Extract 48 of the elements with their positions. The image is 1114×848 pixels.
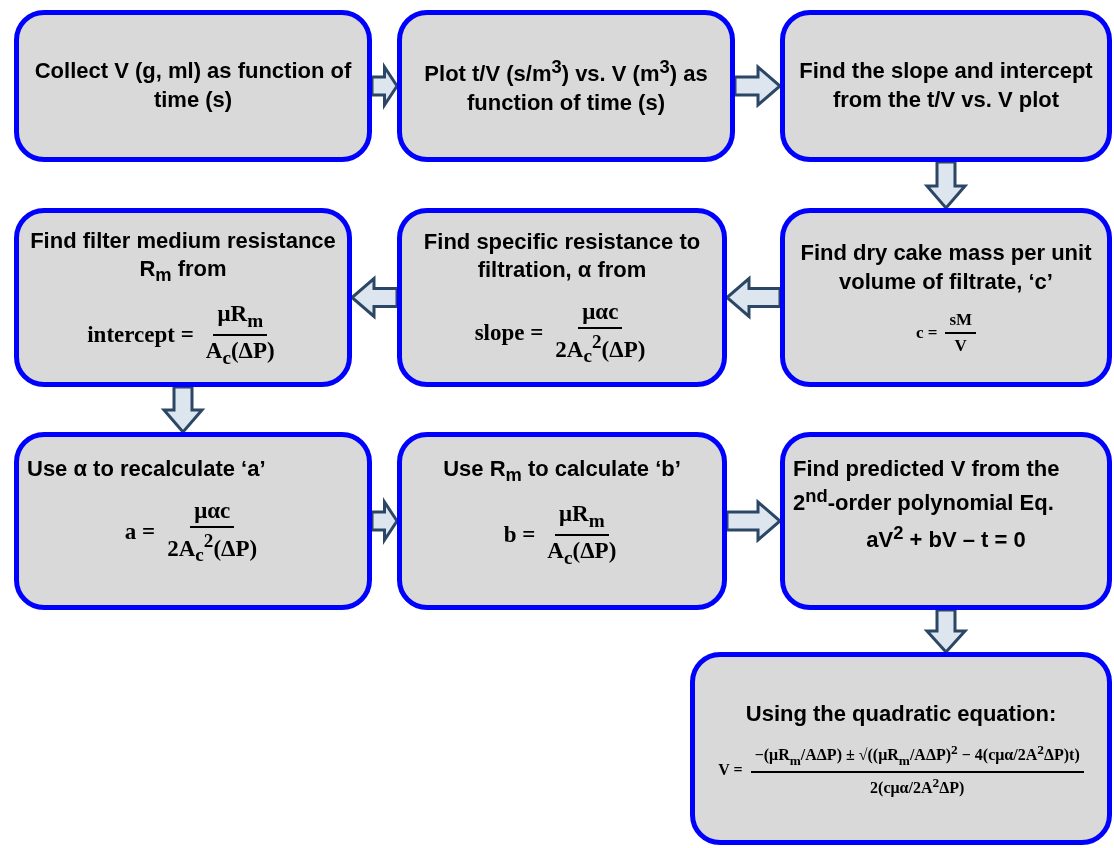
fraction-denominator: V xyxy=(953,335,968,357)
step-text: Collect V (g, ml) as function of time (s) xyxy=(33,57,353,114)
step-text: Find dry cake mass per unit volume of filtrate, ‘c’ xyxy=(799,238,1093,296)
process-box xyxy=(397,432,727,610)
equation: aV$^{2}$ + bV – t = 0 xyxy=(866,521,1026,553)
step-text: Use R$_{m}$ to calculate ‘b’ xyxy=(443,455,681,488)
fraction-denominator: A$_{c}$(ΔP) xyxy=(204,336,276,369)
fraction-denominator: 2A$_{c}$$^{2}$(ΔP) xyxy=(554,329,647,368)
block-arrow xyxy=(724,275,782,320)
equation-lhs: intercept = xyxy=(87,321,194,348)
step-text: Use α to recalculate ‘a’ xyxy=(27,455,266,483)
process-box xyxy=(780,208,1112,387)
equation-lhs: V = xyxy=(718,760,743,779)
fraction-numerator: −(μR$_{m}$/AΔP) ± √((μR$_{m}$/AΔP)$^{2}$ − 4(cμα/2A$^{2}$ΔP)t) xyxy=(750,742,1084,773)
process-box xyxy=(14,432,372,610)
block-arrow xyxy=(370,497,399,545)
block-arrow xyxy=(349,275,399,320)
step-text: Find specific resistance to filtration, α from xyxy=(422,227,702,285)
process-box xyxy=(780,10,1112,162)
block-arrow xyxy=(725,498,783,544)
fraction-numerator: μαc xyxy=(190,497,235,528)
step-text: Find filter medium resistance R$_{m}$ from xyxy=(29,226,337,288)
fraction-numerator: sM xyxy=(945,310,977,335)
block-arrow xyxy=(733,63,783,109)
process-box xyxy=(397,10,735,162)
step-text: Find predicted V from the 2$^{nd}$-order polynomial Eq. xyxy=(793,455,1061,517)
fraction-numerator: μR$_{m}$ xyxy=(213,301,268,336)
equation-lhs: b = xyxy=(503,521,536,548)
block-arrow xyxy=(370,62,399,110)
fraction-denominator: A$_{c}$(ΔP) xyxy=(546,536,618,569)
step-text: Find the slope and intercept from the t/V vs. V plot xyxy=(798,57,1094,114)
equation-lhs: a = xyxy=(124,518,156,545)
block-arrow xyxy=(160,385,206,435)
step-text: Plot t/V (s/m$^{3}$) vs. V (m$^{3}$) as function of time (s) xyxy=(423,54,709,117)
process-box xyxy=(14,10,372,162)
step-text: Using the quadratic equation: xyxy=(745,699,1057,728)
equation-lhs: c = xyxy=(915,323,938,344)
fraction-denominator: 2(cμα/2A$^{2}$ΔP) xyxy=(869,773,966,798)
fraction-denominator: 2A$_{c}$$^{2}$(ΔP) xyxy=(166,528,259,566)
process-box xyxy=(14,208,352,387)
fraction-numerator: μαc xyxy=(578,298,623,329)
fraction-numerator: μR$_{m}$ xyxy=(555,501,609,536)
process-box xyxy=(780,432,1112,610)
block-arrow xyxy=(923,608,969,655)
process-box xyxy=(690,652,1112,845)
block-arrow xyxy=(923,160,969,211)
equation-lhs: slope = xyxy=(474,320,544,347)
process-box xyxy=(397,208,727,387)
